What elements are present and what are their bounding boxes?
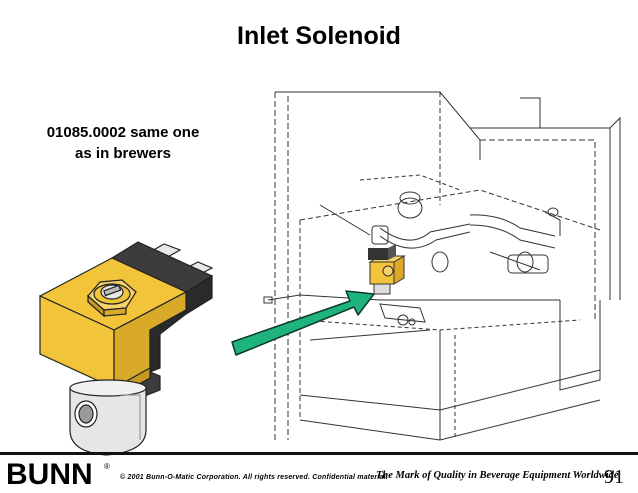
note-line-1: 01085.0002 same one [46, 124, 200, 141]
pointer-arrow [231, 290, 375, 356]
solenoid-valve-illustration [38, 241, 214, 456]
part-number-note: 01085.0002 same one as in brewers [28, 122, 218, 164]
machine-solenoid [368, 244, 406, 295]
registered-mark: ® [104, 462, 110, 471]
machine-line-drawing [263, 91, 621, 441]
note-line-2: as in brewers [75, 145, 171, 162]
company-tagline: The Mark of Quality in Beverage Equipmen… [376, 470, 619, 481]
bunn-logo: BUNN [6, 458, 93, 491]
slide-title: Inlet Solenoid [237, 22, 401, 50]
page-number: 91 [604, 466, 624, 488]
footer-rule [0, 452, 638, 455]
copyright-text: © 2001 Bunn-O-Matic Corporation. All rig… [120, 474, 388, 481]
